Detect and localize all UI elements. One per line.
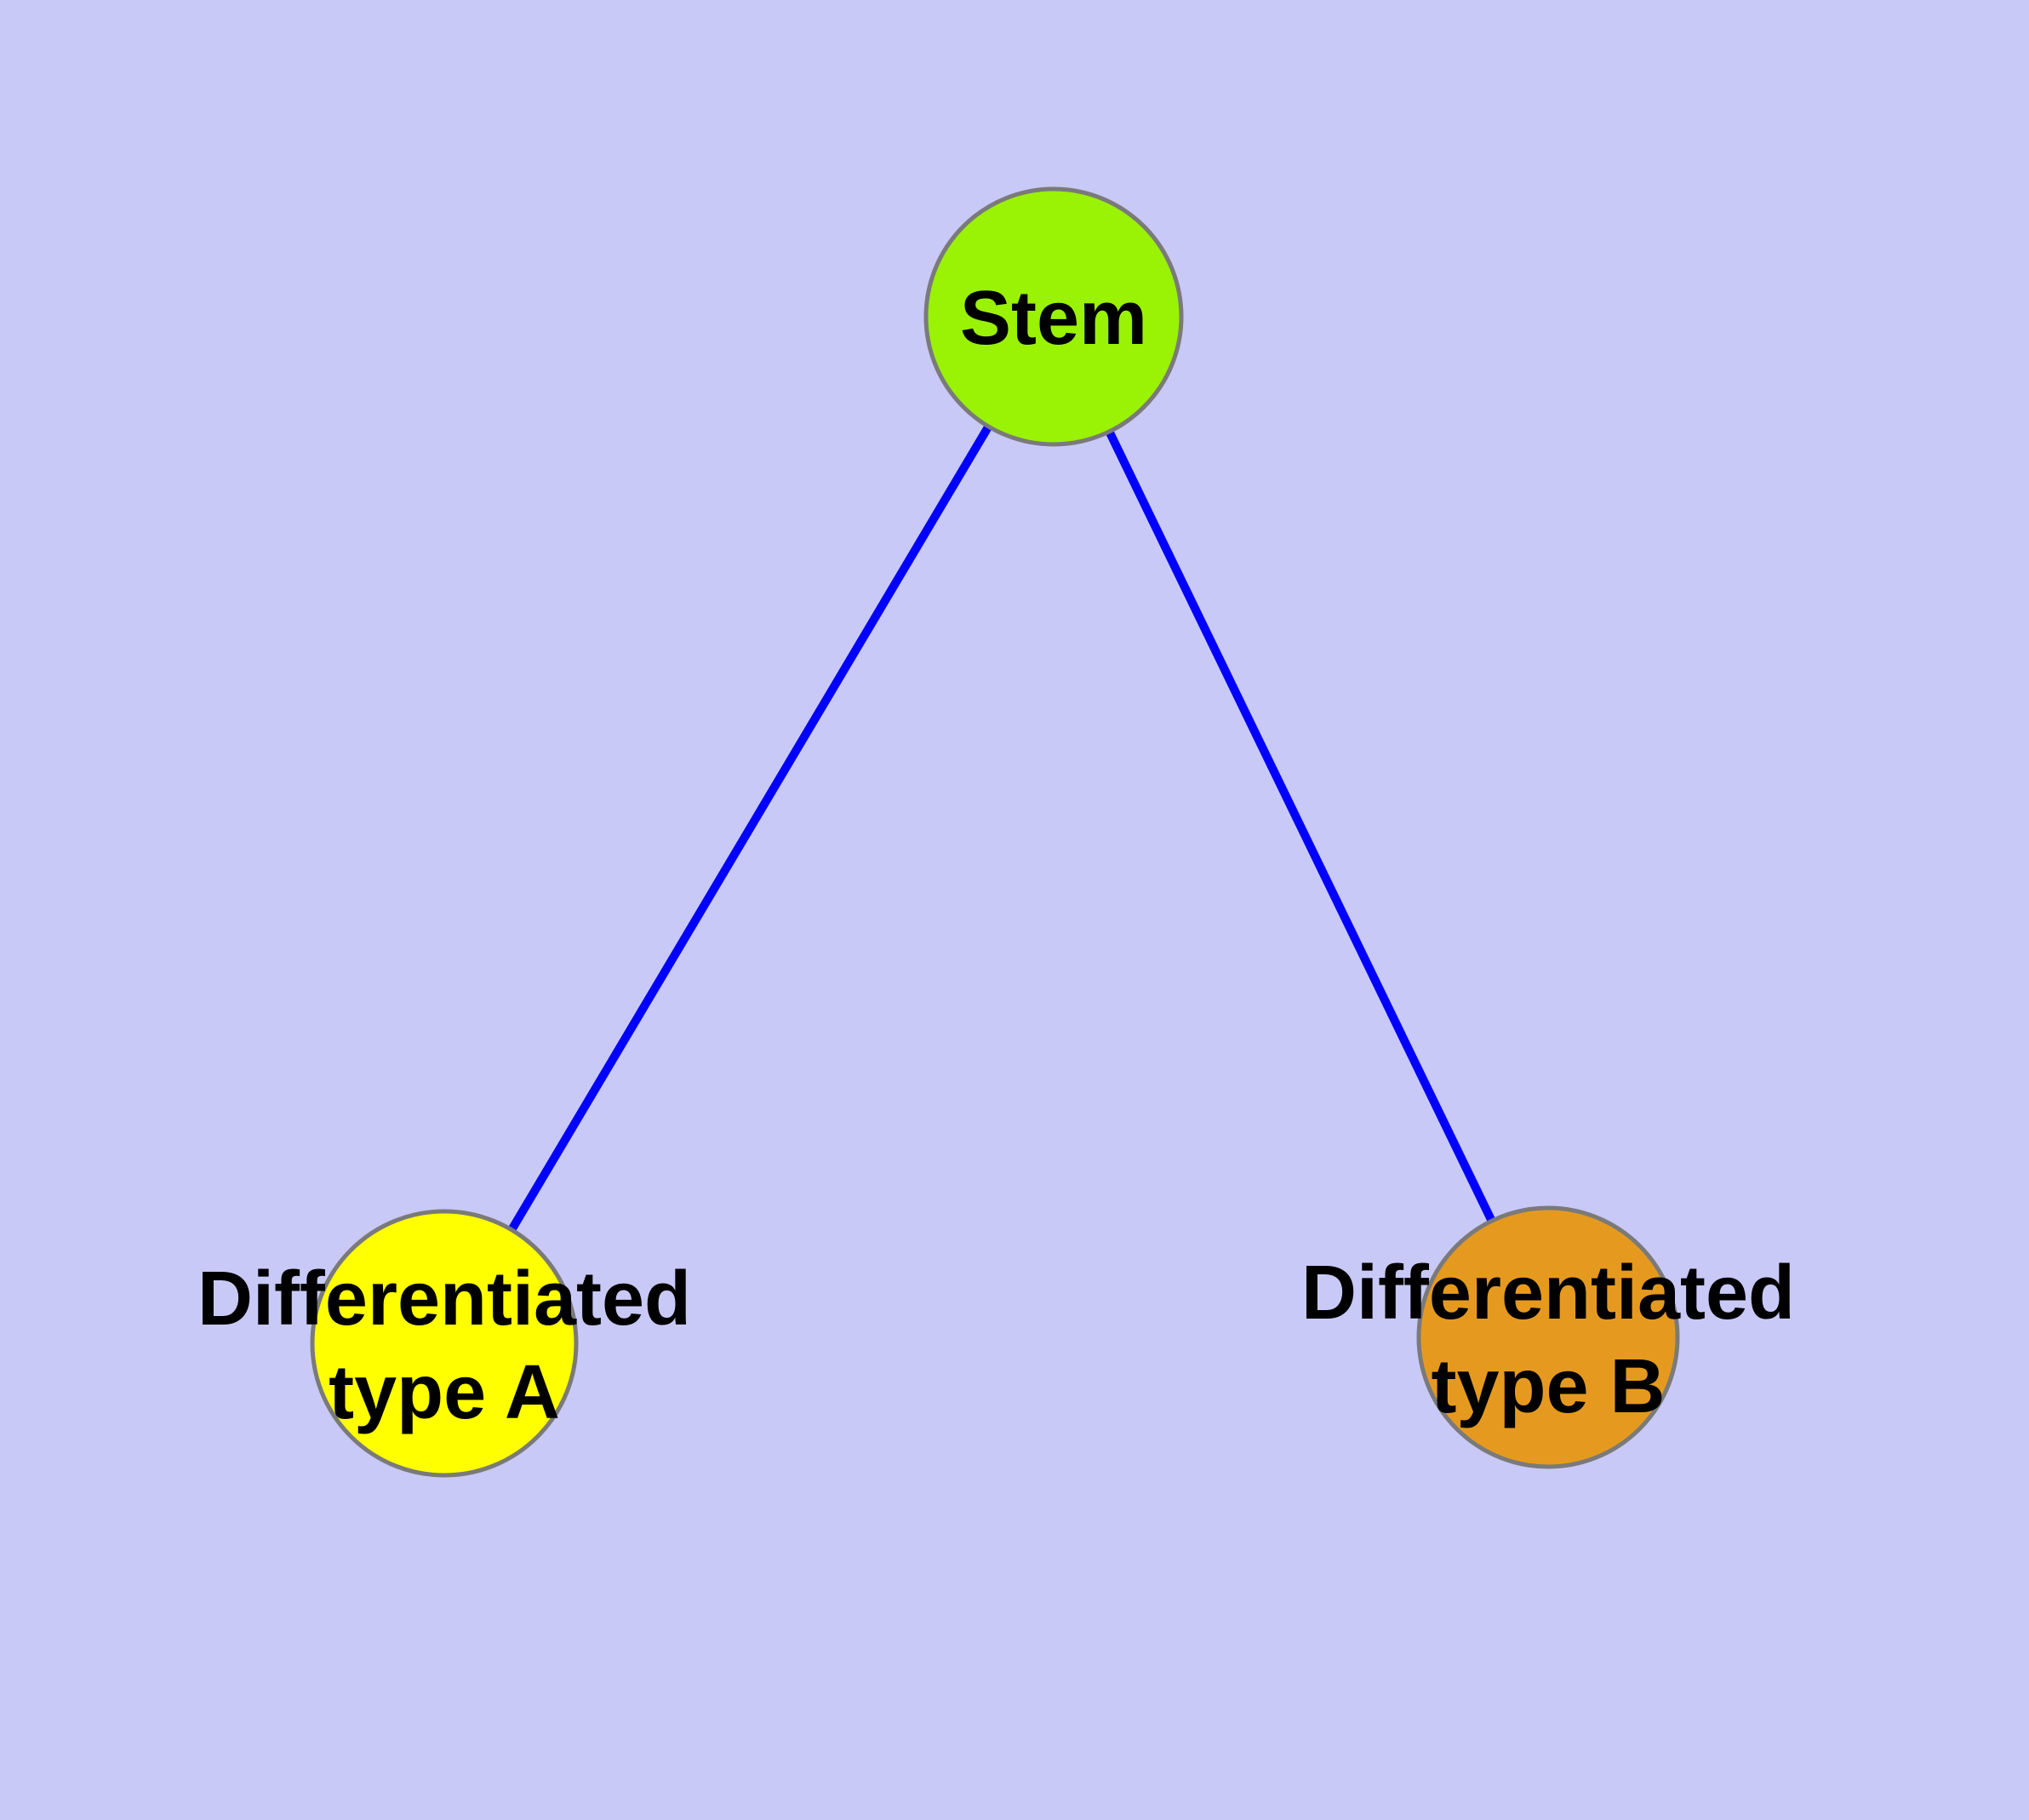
node-stem-label: Stem	[960, 276, 1147, 361]
edge-stem-to-type-a	[440, 314, 1058, 1346]
node-type-a: Differentiated type A	[197, 1209, 691, 1478]
node-type-a-label-line1: Differentiated	[197, 1256, 691, 1342]
edge-stem-to-type-b	[1049, 314, 1552, 1340]
node-type-b-label-line1: Differentiated	[1301, 1251, 1795, 1336]
node-type-a-label-line2: type A	[329, 1350, 560, 1435]
node-type-b-label-line2: type B	[1431, 1344, 1665, 1429]
node-stem-circle	[923, 186, 1184, 447]
node-type-a-circle	[310, 1209, 579, 1478]
node-type-b: Differentiated type B	[1301, 1205, 1795, 1469]
node-stem: Stem	[923, 186, 1184, 447]
node-type-b-circle	[1416, 1205, 1680, 1469]
